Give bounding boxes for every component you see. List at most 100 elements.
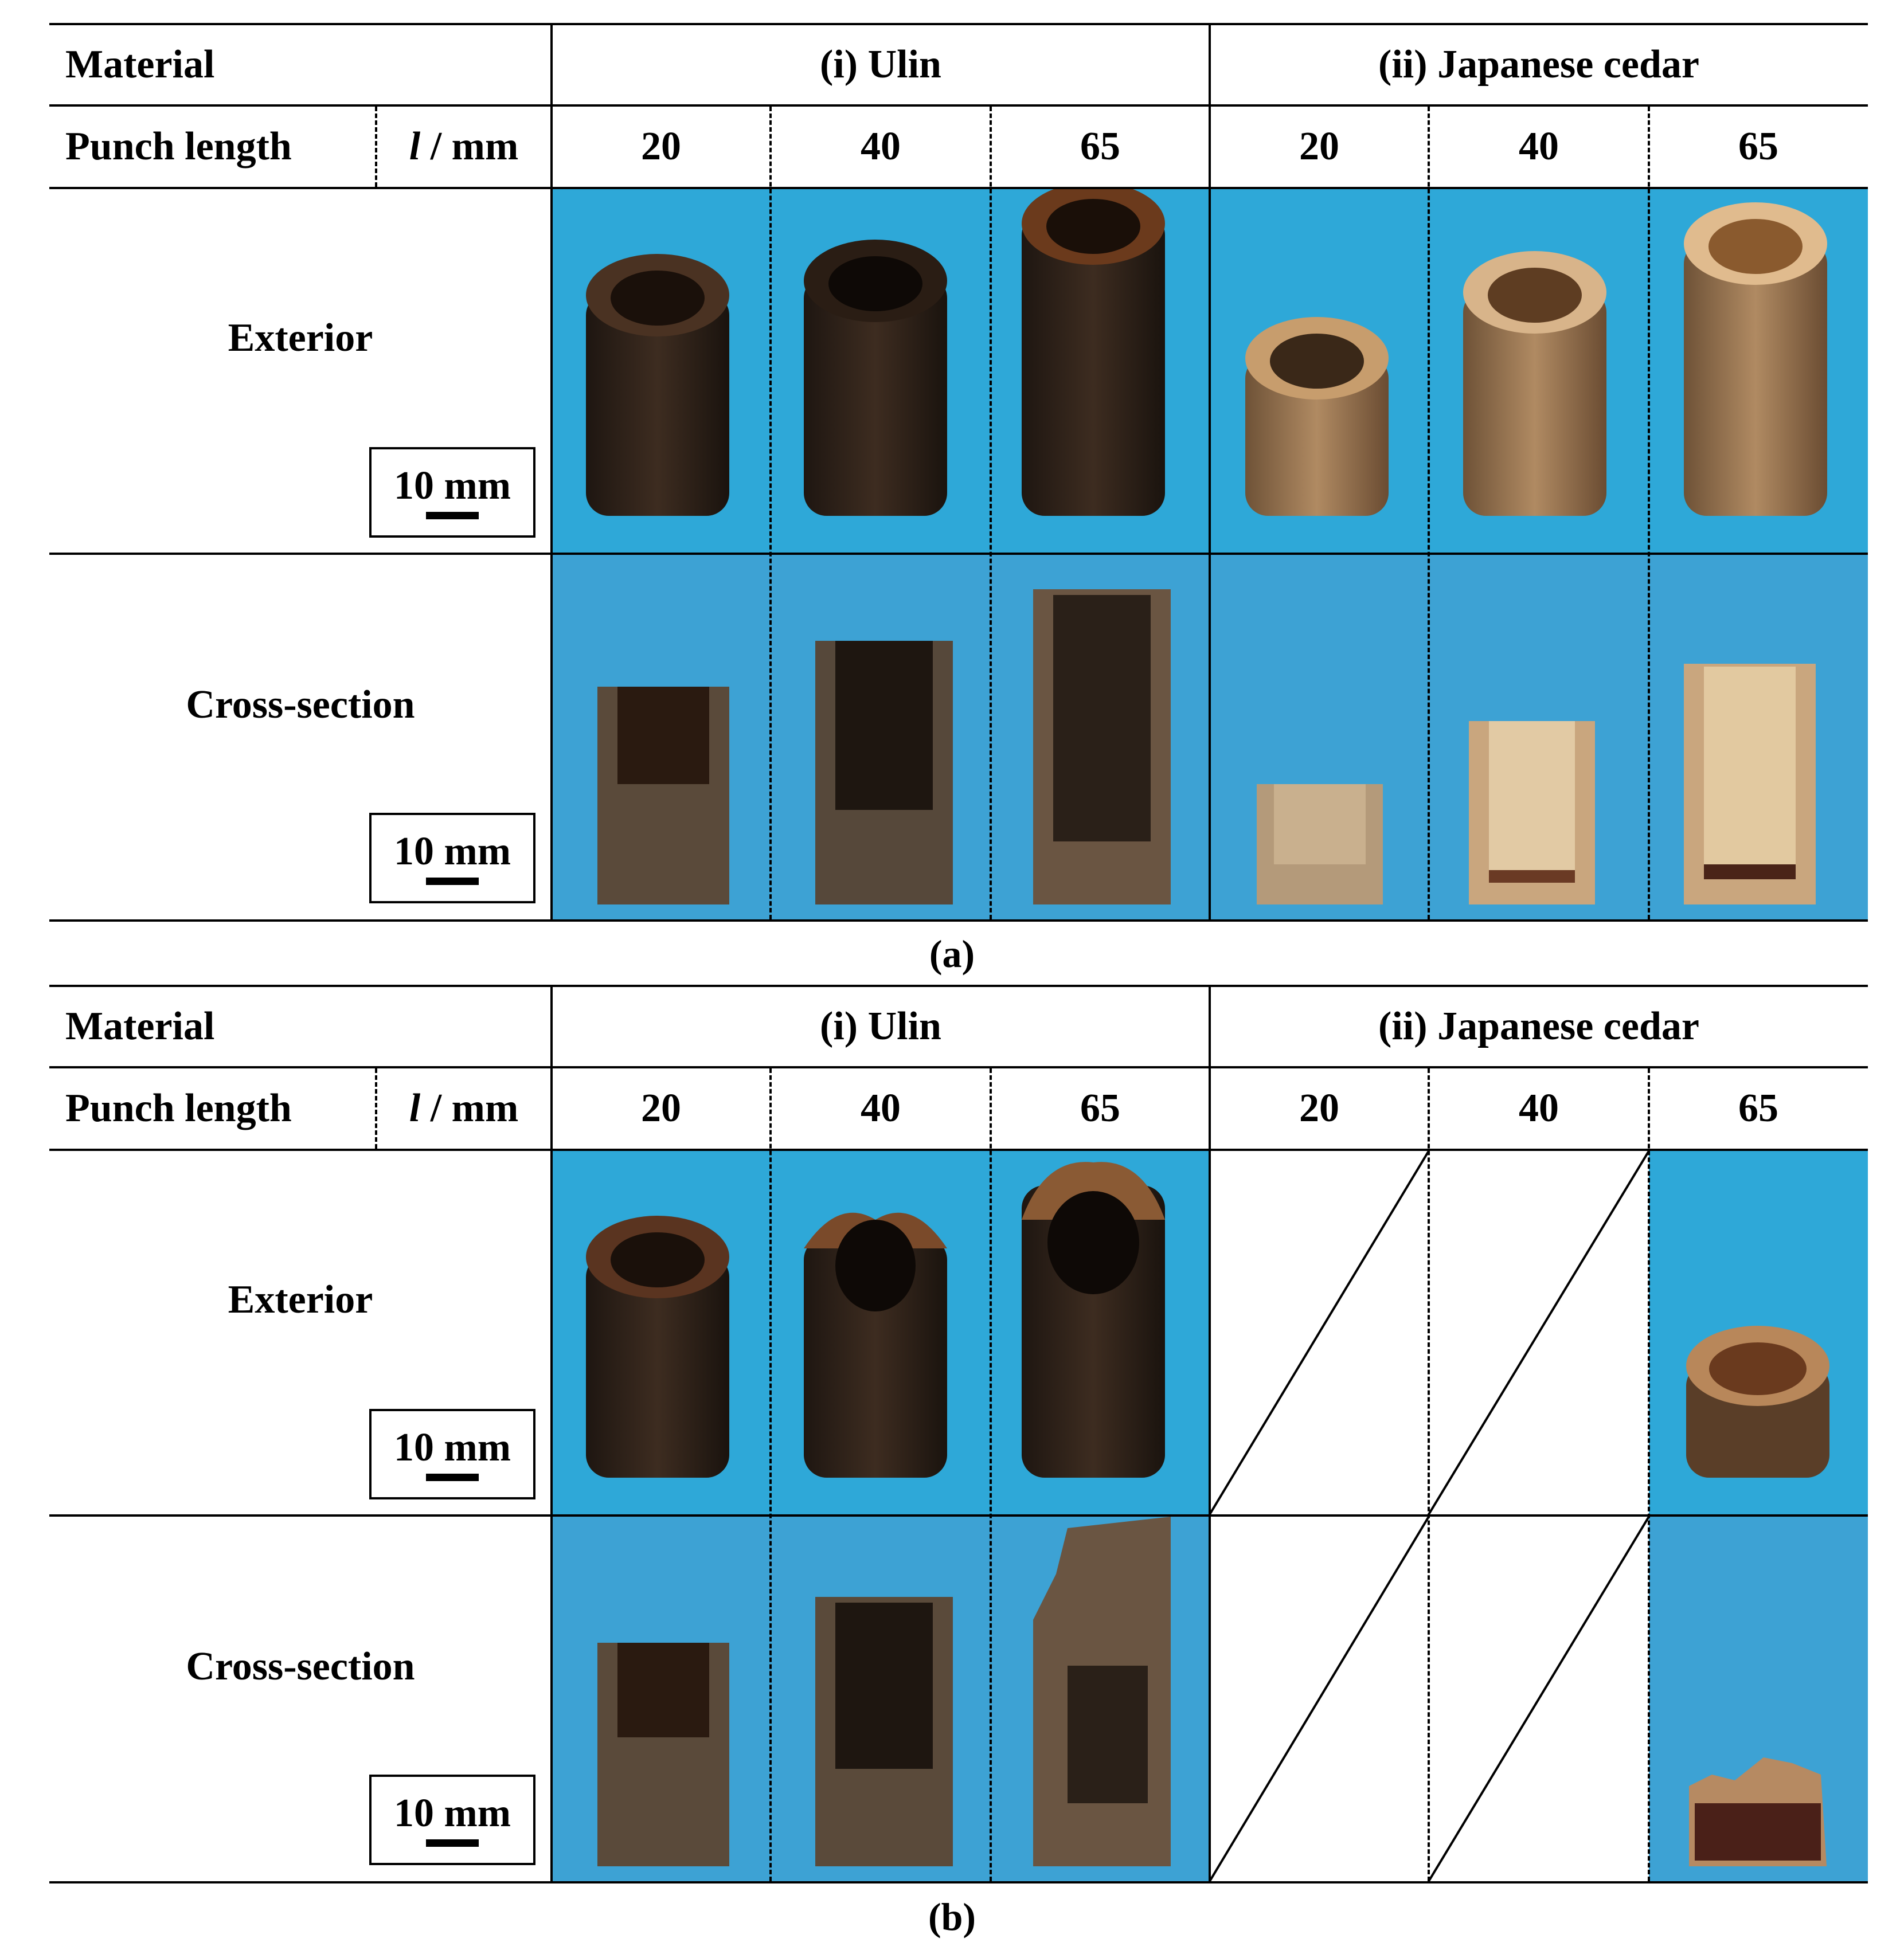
unit-label: l / mm [376, 107, 552, 187]
rule-top [49, 985, 1868, 987]
row-cross-section-label: Cross-section [186, 1644, 415, 1689]
ulin-20-exterior [586, 1216, 729, 1478]
ulin-40-exterior [804, 1212, 947, 1478]
ulin-65-cross-section [1033, 589, 1171, 904]
panel-b-table: Material (i) Ulin (ii) Japanese cedar Pu… [49, 985, 1868, 1883]
cedar-65-exterior-image [1686, 1326, 1829, 1478]
not-available-diagonal-icon [1210, 1517, 1649, 1881]
cedar-20-cross-section [1257, 784, 1383, 904]
ulin-20-cross-section [597, 1643, 729, 1866]
ulin-65-exterior [1022, 1162, 1165, 1478]
col-ulin-20: 20 [641, 1086, 681, 1130]
rule-v-dash-1 [769, 107, 772, 919]
rule-v-dash-4 [1648, 1068, 1650, 1881]
cedar-20-exterior [1245, 317, 1389, 516]
ulin-40-cross-section [815, 641, 953, 904]
caption-b: (b) [928, 1895, 976, 1939]
col-ulin-20: 20 [641, 124, 681, 169]
ulin-40-cross-section [815, 1597, 953, 1866]
col-ulin-40: 40 [861, 1086, 901, 1130]
col-ulin-65: 65 [1080, 1086, 1120, 1130]
rule-header-2 [49, 187, 1868, 189]
scale-bar-cross-section: 10 mm [369, 813, 535, 903]
col-cedar-40: 40 [1519, 1086, 1559, 1130]
col-ulin-65: 65 [1080, 124, 1120, 169]
rule-v-label [550, 985, 553, 1883]
rule-v-dash-2 [990, 1068, 992, 1881]
scale-label: 10 mm [393, 829, 511, 874]
col-cedar-20: 20 [1299, 124, 1339, 169]
group-ulin: (i) Ulin [820, 42, 941, 87]
exterior-specimens-image [586, 189, 1827, 516]
ulin-20-exterior [586, 254, 729, 516]
col-cedar-65: 65 [1738, 1086, 1778, 1130]
group-japanese-cedar: (ii) Japanese cedar [1378, 1004, 1699, 1048]
photo-exterior-ulin [552, 1151, 1210, 1514]
photo-exterior-cedar-65 [1649, 1151, 1868, 1514]
caption-a: (a) [929, 932, 975, 976]
ulin-65-exterior [1022, 189, 1165, 516]
scale-label: 10 mm [393, 1425, 511, 1470]
cedar-65-exterior [1684, 202, 1827, 516]
rule-v-group [1209, 985, 1211, 1883]
rule-v-label [550, 23, 553, 922]
punch-length-label: Punch length [65, 1086, 292, 1130]
cedar-40-cross-section [1469, 721, 1595, 904]
unit-suffix: / mm [430, 1086, 519, 1130]
exterior-ulin-specimens-image [586, 1162, 1165, 1478]
panel-a-table: Material (i) Ulin (ii) Japanese cedar Pu… [49, 23, 1868, 922]
cedar-65-cross-section-image [1689, 1757, 1827, 1866]
ulin-20-cross-section [597, 687, 729, 904]
ulin-40-exterior [804, 240, 947, 516]
rule-bottom [49, 1881, 1868, 1883]
rule-v-dash-3 [1428, 107, 1430, 919]
scale-label: 10 mm [393, 1791, 511, 1835]
rule-v-dash-unit [375, 107, 377, 187]
rule-row-1 [49, 1514, 1868, 1517]
rule-v-dash-4 [1648, 107, 1650, 919]
col-cedar-40: 40 [1519, 124, 1559, 169]
unit-label: l / mm [376, 1068, 552, 1149]
col-cedar-65: 65 [1738, 124, 1778, 169]
rule-row-1 [49, 553, 1868, 555]
scale-bar-exterior: 10 mm [369, 447, 535, 538]
ulin-65-cross-section [1033, 1517, 1171, 1866]
group-ulin: (i) Ulin [820, 1004, 941, 1048]
cedar-65-cross-section [1684, 664, 1816, 904]
rule-v-dash-2 [990, 107, 992, 919]
col-cedar-20: 20 [1299, 1086, 1339, 1130]
scale-label: 10 mm [393, 463, 511, 508]
cross-section-specimens-image [597, 589, 1816, 904]
scale-bar-icon [426, 511, 479, 519]
scale-bar-icon [426, 1839, 479, 1847]
row-exterior-label: Exterior [228, 316, 373, 360]
material-label: Material [65, 1004, 215, 1048]
rule-v-dash-1 [769, 1068, 772, 1881]
rule-v-dash-unit [375, 1068, 377, 1149]
rule-v-group [1209, 23, 1211, 922]
material-label: Material [65, 42, 215, 87]
row-cross-section-label: Cross-section [186, 683, 415, 727]
col-ulin-40: 40 [861, 124, 901, 169]
rule-header-2 [49, 1149, 1868, 1151]
rule-v-dash-3 [1428, 1068, 1430, 1881]
unit-suffix: / mm [430, 124, 519, 169]
photo-cross-section-cedar-65 [1649, 1517, 1868, 1881]
scale-bar-cross-section: 10 mm [369, 1775, 535, 1865]
rule-header-1 [49, 104, 1868, 107]
group-japanese-cedar: (ii) Japanese cedar [1378, 42, 1699, 87]
row-exterior-label: Exterior [228, 1278, 373, 1322]
unit-symbol: l [409, 124, 421, 169]
scale-bar-icon [426, 877, 479, 885]
scale-bar-exterior: 10 mm [369, 1409, 535, 1499]
unit-symbol: l [409, 1086, 421, 1130]
photo-cross-section-ulin [552, 1517, 1210, 1881]
punch-length-label: Punch length [65, 124, 292, 169]
rule-top [49, 23, 1868, 25]
rule-bottom [49, 919, 1868, 922]
not-available-diagonal-icon [1210, 1151, 1649, 1514]
cedar-40-exterior [1463, 251, 1606, 516]
cross-section-ulin-specimens-image [597, 1517, 1171, 1866]
scale-bar-icon [426, 1473, 479, 1481]
rule-header-1 [49, 1066, 1868, 1068]
